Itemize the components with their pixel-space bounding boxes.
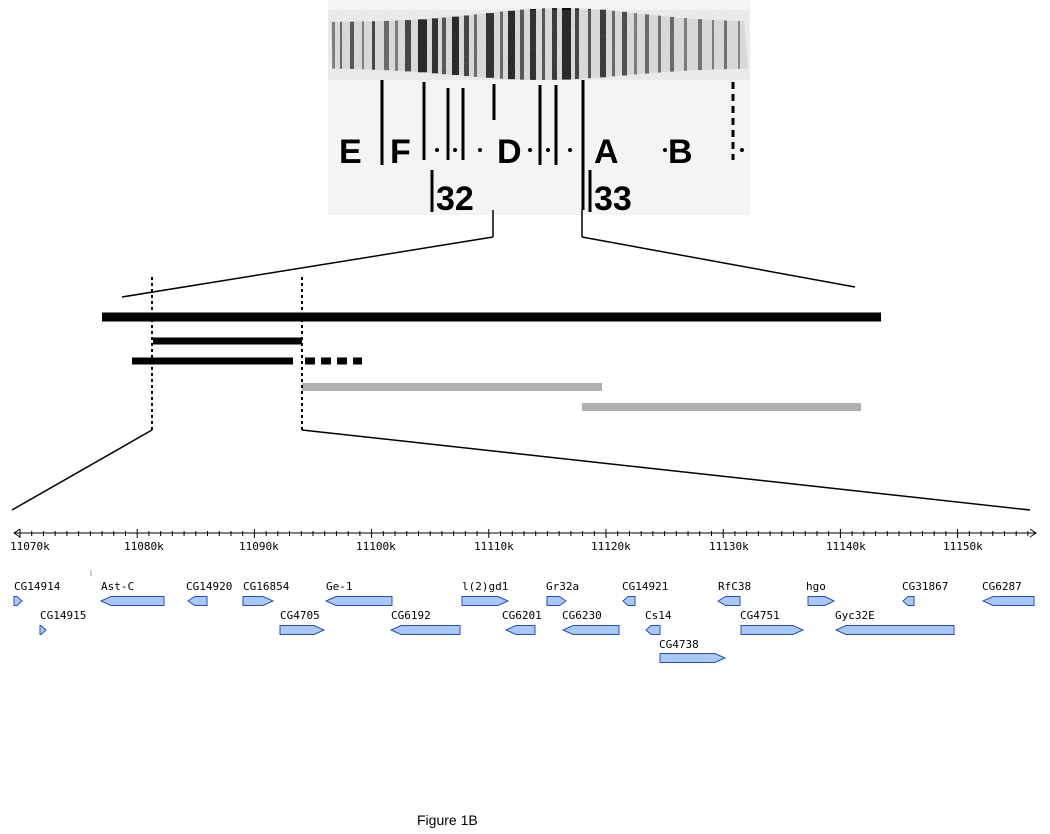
gene-label: CG4738 (659, 638, 699, 651)
gene-l-2-gd1[interactable]: l(2)gd1 (461, 580, 510, 606)
gene-gr32a[interactable]: Gr32a (546, 580, 579, 606)
gene-label: CG4751 (740, 609, 780, 622)
region-bars (102, 312, 881, 411)
gene-label: CG6192 (391, 609, 431, 622)
gene-label: Gr32a (546, 580, 579, 593)
gene-label: CG6230 (562, 609, 602, 622)
gene-cs14[interactable]: Cs14 (645, 609, 672, 635)
gene-arrow-icon[interactable] (622, 596, 636, 606)
axis-tick-label: 11120k (591, 540, 631, 553)
axis-right-arrow-icon (1029, 528, 1037, 538)
division-number-33: 33 (594, 180, 632, 218)
axis-tick-label: 11070k (10, 540, 50, 553)
gene-label: CG14915 (40, 609, 86, 622)
gene-label: CG31867 (902, 580, 948, 593)
gene-cg14914[interactable]: CG14914 (13, 580, 61, 606)
gene-cg16854[interactable]: CG16854 (242, 580, 290, 606)
gene-arrow-icon[interactable] (279, 625, 326, 635)
axis-tick-label: 11110k (474, 540, 514, 553)
gene-arrow-icon[interactable] (13, 596, 23, 606)
gene-arrow-icon[interactable] (834, 625, 955, 635)
figure-caption: Figure 1B (417, 812, 478, 828)
division-number-32: 32 (436, 180, 474, 218)
coordinate-axis: 11070k 11080k 11090k 11100k 11110k 11120… (10, 528, 1037, 553)
division-label-b: B (668, 133, 693, 171)
chromosome-band-image: E F D A B 32 33 (328, 0, 750, 218)
gene-arrow-icon[interactable] (902, 596, 915, 606)
gene-arrow-icon[interactable] (546, 596, 567, 606)
gene-cg14920[interactable]: CG14920 (186, 580, 232, 606)
gene-label: CG14920 (186, 580, 232, 593)
gene-label: Cs14 (645, 609, 672, 622)
division-label-e: E (339, 133, 362, 171)
gene-label: CG4705 (280, 609, 320, 622)
boundary-lines (151, 277, 303, 430)
gene-arrow-icon[interactable] (39, 625, 47, 635)
gene-arrow-icon[interactable] (981, 596, 1035, 606)
gene-arrow-icon[interactable] (324, 596, 393, 606)
gene-label: Ge-1 (326, 580, 353, 593)
gene-label: hgo (806, 580, 826, 593)
gene-arrow-icon[interactable] (461, 596, 510, 606)
axis-left-arrow-icon (13, 528, 21, 538)
gene-ge-1[interactable]: Ge-1 (324, 580, 393, 606)
gene-ast-c[interactable]: Ast-C (99, 580, 165, 606)
gene-arrow-icon[interactable] (242, 596, 275, 606)
gene-arrow-icon[interactable] (659, 653, 727, 663)
zoom-lines-bottom (11, 429, 1031, 511)
gene-label: Ast-C (101, 580, 134, 593)
gene-arrow-icon[interactable] (389, 625, 461, 635)
gene-gyc32e[interactable]: Gyc32E (834, 609, 955, 635)
gene-label: RfC38 (718, 580, 751, 593)
gene-label: CG14914 (14, 580, 61, 593)
gene-arrow-icon[interactable] (645, 625, 661, 635)
division-label-d: D (497, 133, 522, 171)
gene-label: l(2)gd1 (462, 580, 508, 593)
axis-tick-label: 11130k (709, 540, 749, 553)
axis-tick-label: 11100k (356, 540, 396, 553)
axis-tick-label: 11140k (826, 540, 866, 553)
gene-cg6287[interactable]: CG6287 (981, 580, 1035, 606)
gene-arrow-icon[interactable] (187, 596, 208, 606)
axis-tick-label: 11090k (239, 540, 279, 553)
gene-cg6192[interactable]: CG6192 (389, 609, 461, 635)
gene-arrow-icon[interactable] (717, 596, 741, 606)
gene-cg6201[interactable]: CG6201 (502, 609, 542, 635)
gene-cg4751[interactable]: CG4751 (740, 609, 805, 635)
gene-label: CG16854 (243, 580, 290, 593)
gene-label: CG6287 (982, 580, 1022, 593)
gene-arrow-icon[interactable] (561, 625, 620, 635)
gene-label: CG6201 (502, 609, 542, 622)
gene-cg6230[interactable]: CG6230 (561, 609, 620, 635)
gene-arrow-icon[interactable] (504, 625, 536, 635)
gene-arrow-icon[interactable] (99, 596, 165, 606)
division-label-f: F (390, 133, 411, 171)
gene-cg4705[interactable]: CG4705 (279, 609, 326, 635)
gene-cg14921[interactable]: CG14921 (622, 580, 668, 606)
gene-cg14915[interactable]: CG14915 (39, 609, 86, 635)
zoom-lines-top (121, 210, 856, 298)
gene-cg31867[interactable]: CG31867 (902, 580, 948, 606)
axis-tick-label: 11150k (943, 540, 983, 553)
gene-arrow-icon[interactable] (740, 625, 805, 635)
division-label-a: A (594, 133, 619, 171)
gene-rfc38[interactable]: RfC38 (717, 580, 751, 606)
gene-label: Gyc32E (835, 609, 875, 622)
axis-tick-label: 11080k (124, 540, 164, 553)
gene-arrow-icon[interactable] (807, 596, 836, 606)
gene-label: CG14921 (622, 580, 668, 593)
gene-cg4738[interactable]: CG4738 (659, 638, 727, 663)
gene-hgo[interactable]: hgo (806, 580, 836, 606)
